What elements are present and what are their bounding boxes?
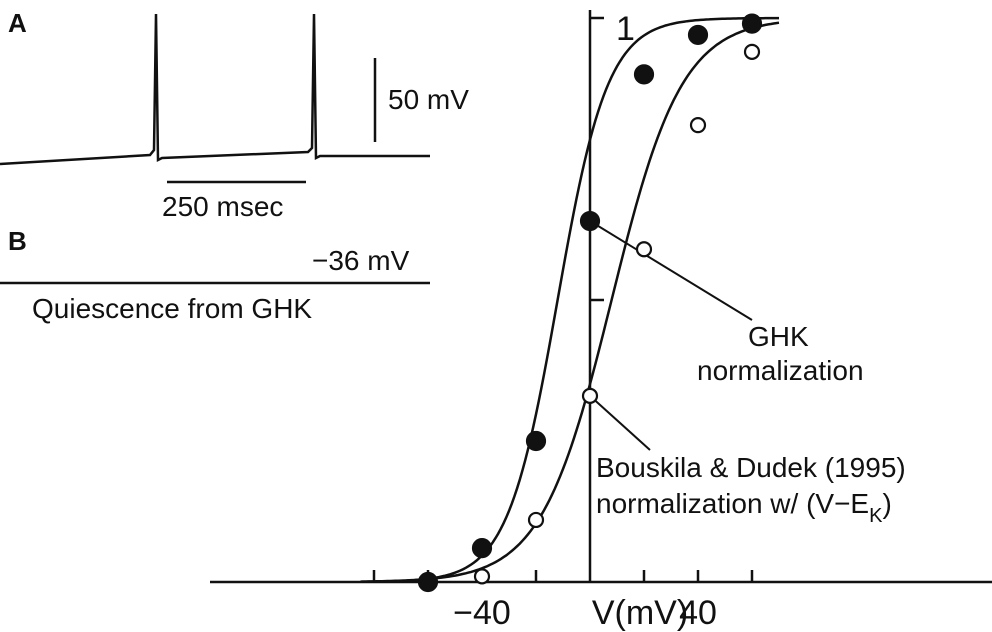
annotation-leader-ghk xyxy=(589,220,753,321)
filled-point-2 xyxy=(471,538,493,559)
filled-point-4 xyxy=(579,210,601,232)
annotation-ghk-line1: GHK xyxy=(748,321,809,352)
open-point-1 xyxy=(473,568,491,585)
filled-point-6 xyxy=(687,24,709,46)
resting-value: −36 mV xyxy=(312,245,410,276)
spike-trace xyxy=(0,13,430,166)
panel-b-caption: Quiescence from GHK xyxy=(32,293,312,324)
annotation-bouskila-line1: Bouskila & Dudek (1995) xyxy=(596,452,906,483)
annotation-leader-bouskila xyxy=(589,395,651,451)
y-tick-label: 1 xyxy=(616,10,635,48)
scale-time-label: 250 msec xyxy=(162,191,283,222)
open-point-2 xyxy=(527,511,545,529)
panel-b-label: B xyxy=(8,226,27,256)
scale-voltage-label: 50 mV xyxy=(388,84,469,115)
filled-point-3 xyxy=(525,430,547,452)
annotation-bouskila-line2: normalization w/ (V−EK) xyxy=(596,488,892,527)
annotation-ghk-line2: normalization xyxy=(697,355,864,386)
x-tick-label: 40 xyxy=(679,594,717,632)
filled-point-1 xyxy=(417,571,439,593)
filled-point-7 xyxy=(741,13,763,34)
open-point-4 xyxy=(635,241,653,258)
panel-a-label: A xyxy=(8,8,27,38)
open-point-3 xyxy=(581,387,599,404)
open-point-5 xyxy=(689,117,707,134)
x-tick-label: −40 xyxy=(453,594,511,632)
x-axis-label: V(mV) xyxy=(592,594,688,632)
filled-point-5 xyxy=(633,64,655,85)
open-point-6 xyxy=(743,43,761,60)
